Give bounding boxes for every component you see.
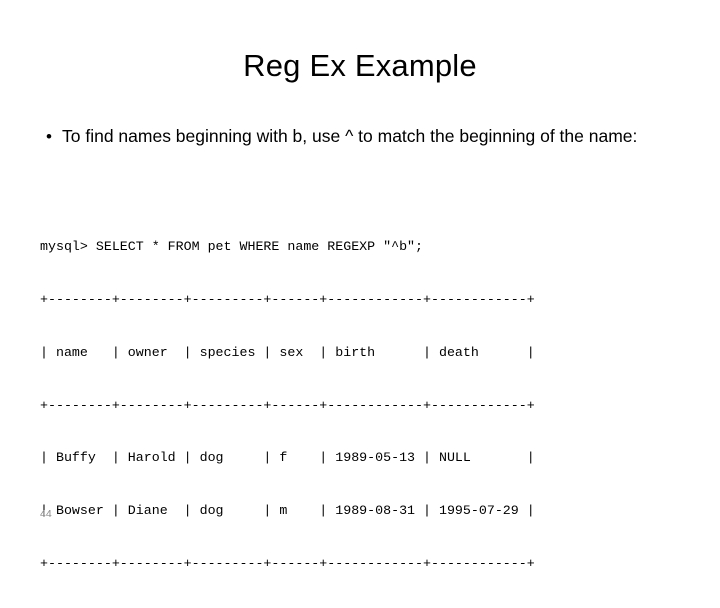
code-line: | name | owner | species | sex | birth |… [40, 344, 535, 360]
code-line: +--------+--------+---------+------+----… [40, 397, 535, 413]
code-line: +--------+--------+---------+------+----… [40, 555, 535, 571]
bullet-icon: • [46, 127, 52, 146]
page-title: Reg Ex Example [243, 48, 477, 83]
code-line: | Buffy | Harold | dog | f | 1989-05-13 … [40, 450, 535, 466]
code-output-block: mysql> SELECT * FROM pet WHERE name REGE… [40, 203, 690, 608]
code-line: mysql> SELECT * FROM pet WHERE name REGE… [40, 239, 424, 255]
list-item-label: To find names beginning with b, use ^ to… [62, 126, 638, 146]
bullet-list: • To find names beginning with b, use ^ … [36, 124, 684, 149]
code-line: +--------+--------+---------+------+----… [40, 291, 535, 307]
code-line: | Bowser | Diane | dog | m | 1989-08-31 … [40, 503, 535, 519]
page-number: 44 [40, 508, 52, 520]
list-item: • To find names beginning with b, use ^ … [36, 124, 684, 149]
slide: Reg Ex Example • To find names beginning… [36, 48, 684, 571]
